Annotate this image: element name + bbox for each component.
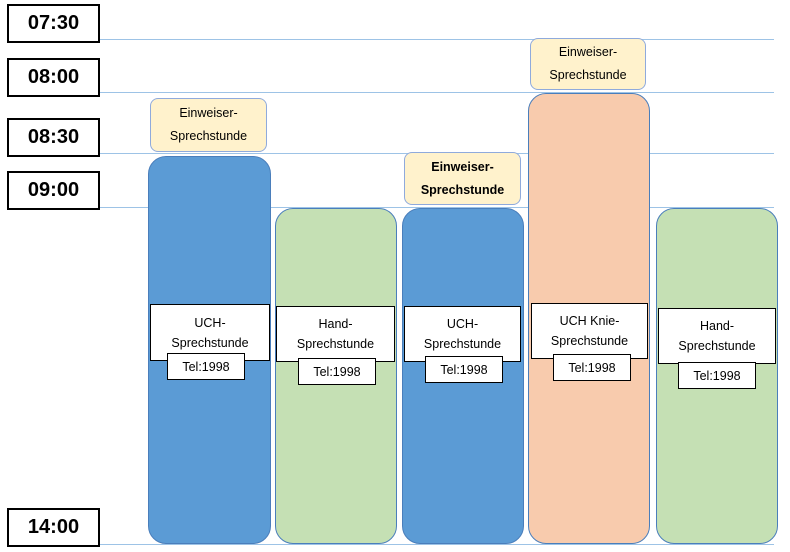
tel-label-4: Tel:1998 xyxy=(553,354,631,381)
einweiser-line2: Sprechstunde xyxy=(169,129,248,143)
label-line1: Hand- xyxy=(699,319,735,333)
einweiser-sprechstunde-box-2: Einweiser- Sprechstunde xyxy=(404,152,521,205)
tel-label-5: Tel:1998 xyxy=(678,362,756,389)
label-line1: UCH- xyxy=(446,317,479,331)
label-line1: UCH Knie- xyxy=(559,314,620,328)
einweiser-line1: Einweiser- xyxy=(431,159,494,174)
time-label-0730: 07:30 xyxy=(7,4,100,43)
einweiser-line1: Einweiser- xyxy=(179,106,238,120)
tel-label-2: Tel:1998 xyxy=(298,358,376,385)
label-line2: Sprechstunde xyxy=(550,334,629,348)
einweiser-line2: Sprechstunde xyxy=(420,182,505,197)
einweiser-sprechstunde-box-1: Einweiser- Sprechstunde xyxy=(150,98,267,152)
time-label-1400: 14:00 xyxy=(7,508,100,547)
time-label-0900: 09:00 xyxy=(7,171,100,210)
einweiser-line1: Einweiser- xyxy=(558,45,618,59)
label-line2: Sprechstunde xyxy=(678,339,756,353)
sprechstunde-label-3: UCH- Sprechstunde xyxy=(404,306,521,362)
time-label-0830: 08:30 xyxy=(7,118,100,157)
einweiser-line2: Sprechstunde xyxy=(549,68,627,82)
einweiser-sprechstunde-box-3: Einweiser- Sprechstunde xyxy=(530,38,646,90)
gridline-0900 xyxy=(100,207,774,208)
label-line2: Sprechstunde xyxy=(171,335,249,350)
tel-label-3: Tel:1998 xyxy=(425,356,503,383)
gridline-0800 xyxy=(100,92,774,93)
time-label-0800: 08:00 xyxy=(7,58,100,97)
sprechstunde-label-1: UCH- Sprechstunde xyxy=(150,304,270,361)
sprechstunde-label-4: UCH Knie- Sprechstunde xyxy=(531,303,648,359)
sprechstunde-label-2: Hand- Sprechstunde xyxy=(276,306,395,362)
label-line2: Sprechstunde xyxy=(423,337,502,351)
label-line1: UCH- xyxy=(194,315,226,330)
sprechstunde-label-5: Hand- Sprechstunde xyxy=(658,308,776,364)
label-line2: Sprechstunde xyxy=(296,337,375,351)
gridline-0730 xyxy=(100,39,774,40)
tel-label-1: Tel:1998 xyxy=(167,353,245,380)
gridline-1400 xyxy=(100,544,774,545)
label-line1: Hand- xyxy=(318,317,353,331)
